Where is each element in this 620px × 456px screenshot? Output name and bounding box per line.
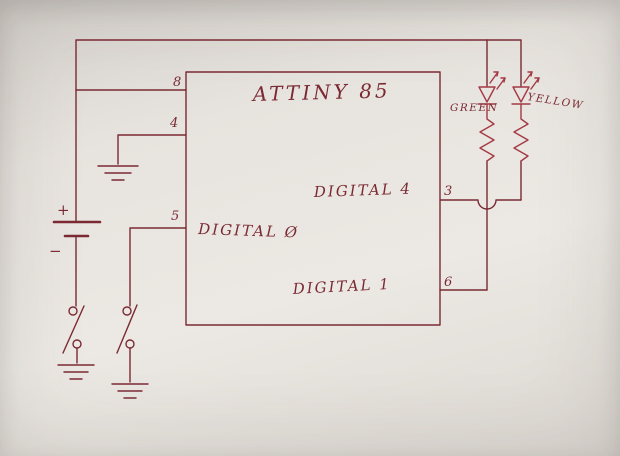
net-digital1-label: DIGITAL 1 (291, 275, 391, 298)
pushbutton-left (62, 305, 85, 364)
pushbutton-left-top-terminal (68, 306, 78, 316)
wiring (75, 39, 522, 307)
pushbutton-right (116, 304, 138, 383)
led-green-arrow-1 (489, 71, 499, 84)
green-led-label: GREEN (450, 102, 498, 114)
resistor-green (479, 103, 495, 162)
led-green-arrowhead-1 (493, 71, 499, 77)
wire-pin4-to-ground (117, 134, 187, 165)
net-digital4-label: DIGITAL 4 (313, 180, 413, 201)
chip-outline (185, 71, 441, 326)
net-digital0-label: DIGITAL Ø (197, 220, 299, 242)
pushbutton-right-lever (116, 304, 138, 354)
ground-left-button (57, 364, 95, 380)
led-green-arrow-2 (496, 77, 506, 90)
pin6-label: 6 (444, 275, 453, 290)
wire-pin3-with-hop (439, 199, 522, 210)
battery (52, 220, 102, 238)
pin8-label: 8 (173, 75, 182, 90)
resistor-yellow (513, 103, 529, 162)
pushbutton-left-bottom-terminal (72, 339, 82, 349)
led-yellow-arrow-2 (530, 77, 540, 90)
led-yellow-triangle (512, 86, 530, 103)
wire-top-rail (75, 39, 522, 91)
pin3-label: 3 (444, 184, 453, 199)
led-green-arrowhead-2 (500, 77, 506, 83)
wire-pin5-to-button (129, 227, 187, 307)
yellow-led-label: YELLOW (527, 91, 585, 112)
pin5-label: 5 (171, 209, 180, 224)
ground-right-button (111, 383, 149, 399)
led-yellow-arrowhead-2 (534, 77, 540, 83)
pushbutton-right-top-terminal (122, 306, 132, 316)
pushbutton-left-lever (62, 305, 85, 354)
led-yellow-arrowhead-1 (527, 71, 533, 77)
ground-pin4 (97, 165, 139, 181)
chip-title: ATTINY 85 (251, 78, 391, 106)
battery-plus-label: + (57, 201, 72, 219)
led-green-triangle (478, 86, 496, 103)
led-yellow-arrow-1 (523, 71, 533, 84)
led-green (477, 71, 506, 105)
pin4-label: 4 (169, 116, 179, 131)
battery-minus-label: − (49, 242, 64, 260)
pushbutton-right-bottom-terminal (125, 339, 135, 349)
